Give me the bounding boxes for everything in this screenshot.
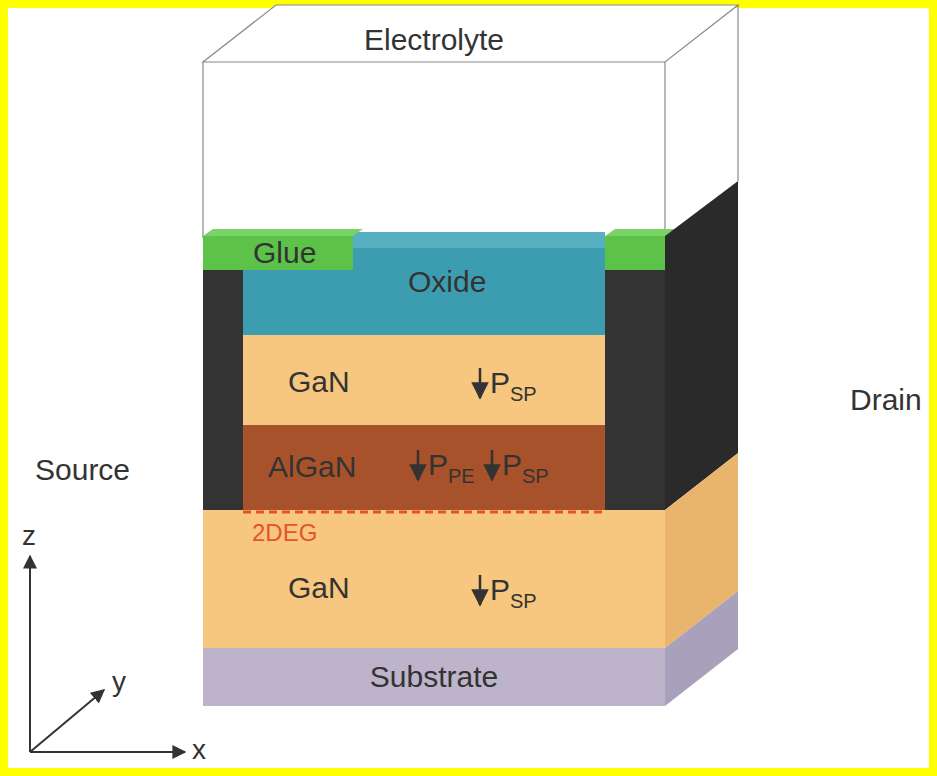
algan-layer: AlGaN (243, 425, 605, 510)
layer-label: Glue (253, 236, 316, 271)
algan-layer (243, 425, 605, 510)
polarization-arrow (479, 368, 482, 398)
polarization-subscript: PE (448, 465, 475, 488)
electrolyte-edge (202, 62, 203, 238)
polarization-symbol: P (490, 366, 510, 401)
polarization-arrow (491, 450, 494, 480)
layer-label: AlGaN (268, 450, 356, 485)
electrolyte-box: Electrolyte (203, 18, 665, 232)
polarization-subscript: SP (510, 383, 537, 406)
layer-label: Electrolyte (364, 23, 504, 58)
polarization-symbol: P (428, 448, 448, 483)
substrate-side-face (665, 591, 738, 706)
polarization-symbol: P (502, 448, 522, 483)
electrolyte-top-face (203, 5, 738, 62)
terminal-label: Source (35, 453, 130, 488)
glue-bar (203, 236, 353, 270)
channel-label: 2DEG (252, 519, 317, 547)
source-contact (203, 270, 243, 510)
y-axis (30, 690, 104, 752)
polarization-arrow (417, 450, 420, 480)
glue-top-face (605, 229, 675, 236)
oxide-layer: Oxide (353, 248, 605, 335)
axis-label: y (112, 666, 126, 698)
substrate-layer: Substrate (203, 648, 665, 706)
drain-contact-side (665, 181, 738, 510)
polarization-subscript: SP (522, 465, 549, 488)
electrolyte-edge (737, 5, 738, 181)
2deg-line (243, 511, 605, 514)
gan-layer: GaN (243, 335, 605, 425)
layer-label: Substrate (370, 660, 498, 695)
white-ground (8, 8, 929, 768)
z-axis (29, 556, 31, 752)
gan-buffer-layer (203, 510, 665, 648)
oxide-layer (243, 232, 605, 335)
polarization-arrow (479, 575, 482, 605)
polarization-subscript: SP (510, 590, 537, 613)
terminal-label: Drain (850, 383, 922, 418)
layer-label: Oxide (408, 265, 486, 300)
gan-cap-layer (243, 335, 605, 425)
glue-top-face (203, 229, 363, 236)
polarization-symbol: P (490, 573, 510, 608)
drain-contact (605, 270, 665, 510)
substrate-layer (203, 648, 665, 706)
glue-bar (605, 236, 665, 270)
electrolyte-edge (664, 62, 665, 238)
layer-label: GaN (288, 571, 350, 606)
axis-label: z (22, 520, 36, 552)
axis-label: x (192, 734, 206, 766)
glue-bar: Glue (203, 236, 353, 273)
layer-label: GaN (288, 365, 350, 400)
x-axis (30, 751, 185, 753)
